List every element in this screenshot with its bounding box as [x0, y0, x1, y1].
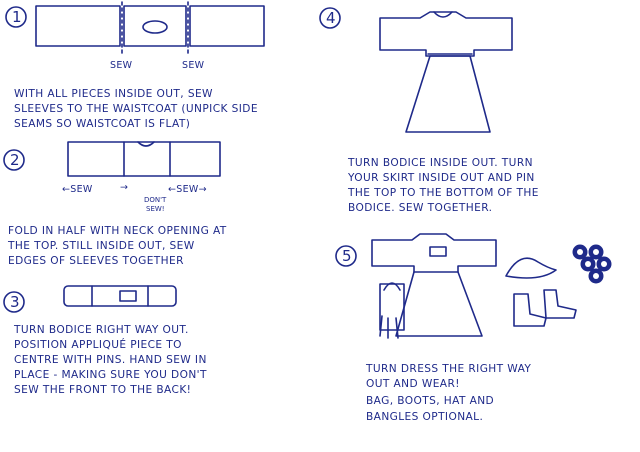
- bangle-hole: [585, 261, 591, 267]
- bangle-hole: [593, 249, 599, 255]
- step-number-circle: [3, 149, 25, 171]
- bag-fringe: [379, 315, 399, 339]
- applique-piece: [119, 290, 137, 302]
- step-text-line: PLACE - MAKING SURE YOU DON'T: [14, 369, 207, 381]
- boots-icon: [513, 289, 577, 327]
- step-text-line: BANGLES OPTIONAL.: [366, 411, 483, 423]
- step-text-line: SEW THE FRONT TO THE BACK!: [14, 384, 191, 396]
- arrow-right: →: [120, 182, 128, 193]
- neck-opening: [142, 20, 168, 34]
- dont-sew-note: DON'T SEW!: [144, 196, 169, 213]
- step-number-circle: [5, 6, 27, 28]
- step-number: 2: [10, 151, 20, 169]
- step-text-line: BODICE. SEW TOGETHER.: [348, 202, 492, 214]
- bag-handle: [383, 282, 401, 291]
- step-number-circle: [3, 291, 25, 313]
- sew-label-left: SEW: [110, 60, 133, 71]
- step-text: TURN BODICE RIGHT WAY OUT. POSITION APPL…: [13, 324, 211, 396]
- bangles-icon: [572, 244, 612, 284]
- hat-icon: [505, 257, 557, 279]
- bodice: [379, 11, 513, 57]
- step-text-line: YOUR SKIRT INSIDE OUT AND PIN: [347, 172, 535, 184]
- hat-shape: [505, 257, 557, 279]
- step-text-line: POSITION APPLIQUÉ PIECE TO: [14, 338, 182, 351]
- bodice-diagram: [63, 285, 177, 307]
- step-number: 4: [326, 9, 336, 27]
- sleeve-seams: [91, 285, 149, 307]
- bangle-hole: [593, 273, 599, 279]
- step-text-line: SEAMS SO WAISTCOAT IS FLAT): [14, 118, 190, 130]
- sew-label-right: SEW: [182, 60, 205, 71]
- step-text-line: THE TOP TO THE BOTTOM OF THE: [347, 187, 539, 199]
- dont-sew-line: DON'T: [144, 196, 167, 204]
- dress-skirt: [395, 271, 483, 337]
- folded-sleeves: [67, 141, 221, 177]
- dress-diagram: [371, 233, 497, 337]
- sew-label-right: ←SEW→: [168, 184, 207, 195]
- step-text: FOLD IN HALF WITH NECK OPENING AT THE TO…: [7, 225, 230, 267]
- left-sleeve: [35, 5, 121, 47]
- step-number-circle: [319, 7, 341, 29]
- step-number: 3: [10, 293, 20, 311]
- step-number: 5: [342, 247, 352, 265]
- step-text-line: TURN BODICE INSIDE OUT. TURN: [347, 157, 533, 169]
- step-text-line: EDGES OF SLEEVES TOGETHER: [8, 255, 184, 267]
- bangle-hole: [601, 261, 607, 267]
- bodice-outline: [63, 285, 177, 307]
- step-text-line: SLEEVES TO THE WAISTCOAT (UNPICK SIDE: [14, 103, 258, 115]
- sew-label-left: ←SEW: [62, 184, 93, 195]
- step-text-line: THE TOP. STILL INSIDE OUT, SEW: [7, 240, 195, 252]
- step-text: TURN BODICE INSIDE OUT. TURN YOUR SKIRT …: [347, 157, 543, 214]
- bag-icon: [379, 282, 405, 339]
- pieces-diagram: [35, 1, 265, 55]
- step-text-line: FOLD IN HALF WITH NECK OPENING AT: [8, 225, 227, 237]
- step-5: 5: [335, 233, 612, 423]
- waistcoat: [123, 5, 187, 47]
- step-2: 2 ←SEW → ←SEW→ DON'T SEW! FOLD IN HALF W…: [3, 141, 230, 267]
- fold-seams: [123, 141, 171, 177]
- step-text-line: WITH ALL PIECES INSIDE OUT, SEW: [14, 88, 213, 100]
- skirt: [405, 55, 491, 133]
- step-text-line: CENTRE WITH PINS. HAND SEW IN: [14, 354, 207, 366]
- step-1: 1 SEW SEW WITH ALL PIECES INSIDE OUT, SE…: [5, 1, 265, 130]
- boot-right: [543, 289, 577, 319]
- applique-piece: [429, 246, 447, 257]
- step-text-line: TURN BODICE RIGHT WAY OUT.: [13, 324, 189, 336]
- bodice-skirt-diagram: [379, 11, 513, 133]
- step-number: 1: [12, 8, 22, 26]
- dont-sew-line: SEW!: [146, 205, 165, 213]
- folded-diagram: [67, 141, 221, 177]
- bangle-hole: [577, 249, 583, 255]
- step-text-line: TURN DRESS THE RIGHT WAY: [365, 363, 531, 375]
- step-text: WITH ALL PIECES INSIDE OUT, SEW SLEEVES …: [14, 88, 262, 130]
- dress-bodice: [371, 233, 497, 273]
- neck-notch: [137, 141, 155, 147]
- right-sleeve: [189, 5, 265, 47]
- neckline: [433, 11, 453, 18]
- step-text-line: OUT AND WEAR!: [366, 378, 460, 390]
- step-3: 3 TURN BODICE RIGHT WAY OUT. POSITION AP…: [3, 285, 211, 396]
- step-number-circle: [335, 245, 357, 267]
- step-text-line: BAG, BOOTS, HAT AND: [366, 395, 494, 407]
- step-4: 4 TURN BODICE INSIDE OUT. TURN YOUR SKIR…: [319, 7, 543, 214]
- step-text: TURN DRESS THE RIGHT WAY OUT AND WEAR! B…: [365, 363, 535, 423]
- boot-left: [513, 293, 547, 327]
